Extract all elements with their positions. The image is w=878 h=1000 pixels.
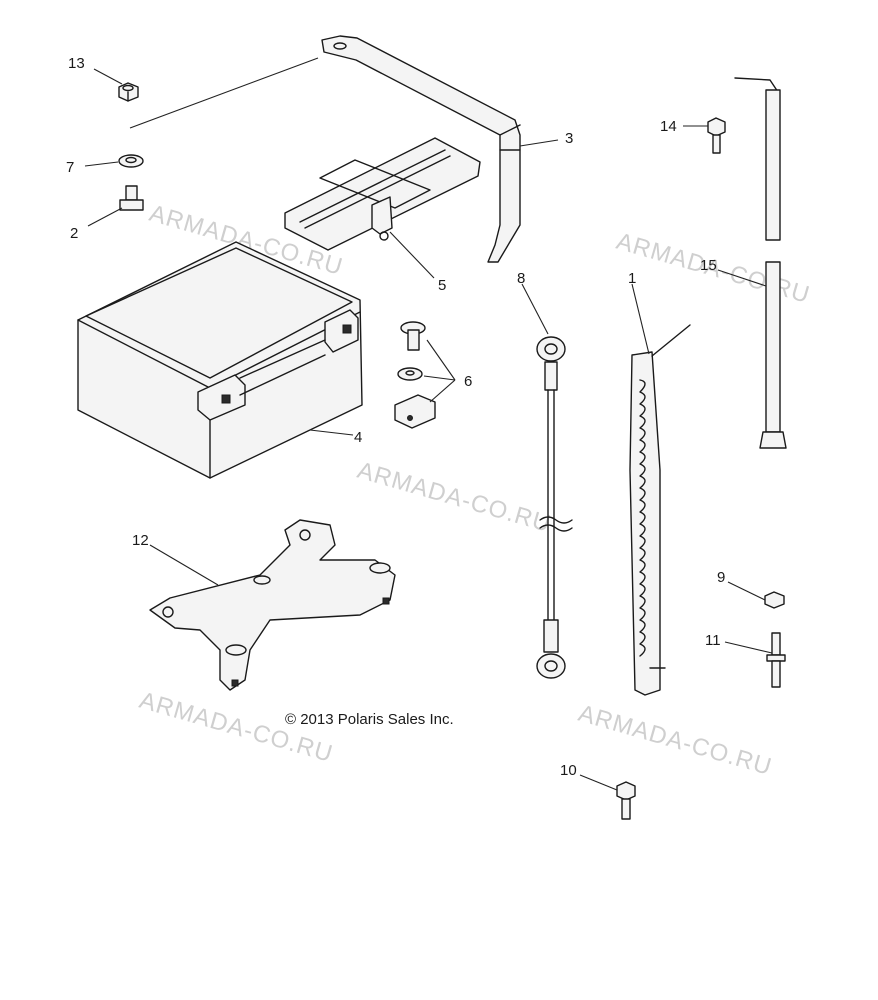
part-5-pad bbox=[284, 137, 481, 251]
reference-line bbox=[129, 57, 319, 129]
part-14-screw bbox=[707, 117, 726, 154]
callout-8: 8 bbox=[517, 270, 525, 287]
callout-5: 5 bbox=[438, 277, 446, 294]
part-1-cable-boot bbox=[629, 324, 691, 696]
watermark-3: ARMADA-CO.RU bbox=[354, 457, 554, 538]
callout-7: 7 bbox=[66, 159, 74, 176]
callout-6: 6 bbox=[464, 373, 472, 390]
part-9-nut bbox=[764, 591, 785, 609]
part-8-cable bbox=[536, 336, 573, 679]
callout-3: 3 bbox=[565, 130, 573, 147]
callout-9: 9 bbox=[717, 569, 725, 586]
watermark-5: ARMADA-CO.RU bbox=[575, 700, 775, 781]
callout-13: 13 bbox=[68, 55, 85, 72]
callout-4: 4 bbox=[354, 429, 362, 446]
callout-numbers: 13 7 2 3 5 4 6 8 1 14 15 9 11 12 10 bbox=[66, 55, 725, 779]
leader-lines bbox=[84, 68, 773, 791]
callout-14: 14 bbox=[660, 118, 677, 135]
callout-1: 1 bbox=[628, 270, 636, 287]
part-11-stud bbox=[766, 632, 786, 688]
callout-15: 15 bbox=[700, 257, 717, 274]
part-2-bolt bbox=[119, 185, 144, 211]
part-6-hardware bbox=[394, 321, 436, 429]
part-10-screw bbox=[616, 781, 636, 820]
callout-2: 2 bbox=[70, 225, 78, 242]
part-4-battery bbox=[77, 241, 363, 479]
callout-12: 12 bbox=[132, 532, 149, 549]
part-13-nut bbox=[118, 82, 139, 102]
part-3-bracket bbox=[321, 35, 521, 263]
part-12-tray bbox=[149, 519, 396, 691]
part-7-washer bbox=[118, 154, 144, 168]
part-15-vent-tube bbox=[734, 77, 787, 449]
copyright-notice: © 2013 Polaris Sales Inc. bbox=[285, 711, 454, 728]
callout-10: 10 bbox=[560, 762, 577, 779]
callout-11: 11 bbox=[705, 632, 721, 649]
